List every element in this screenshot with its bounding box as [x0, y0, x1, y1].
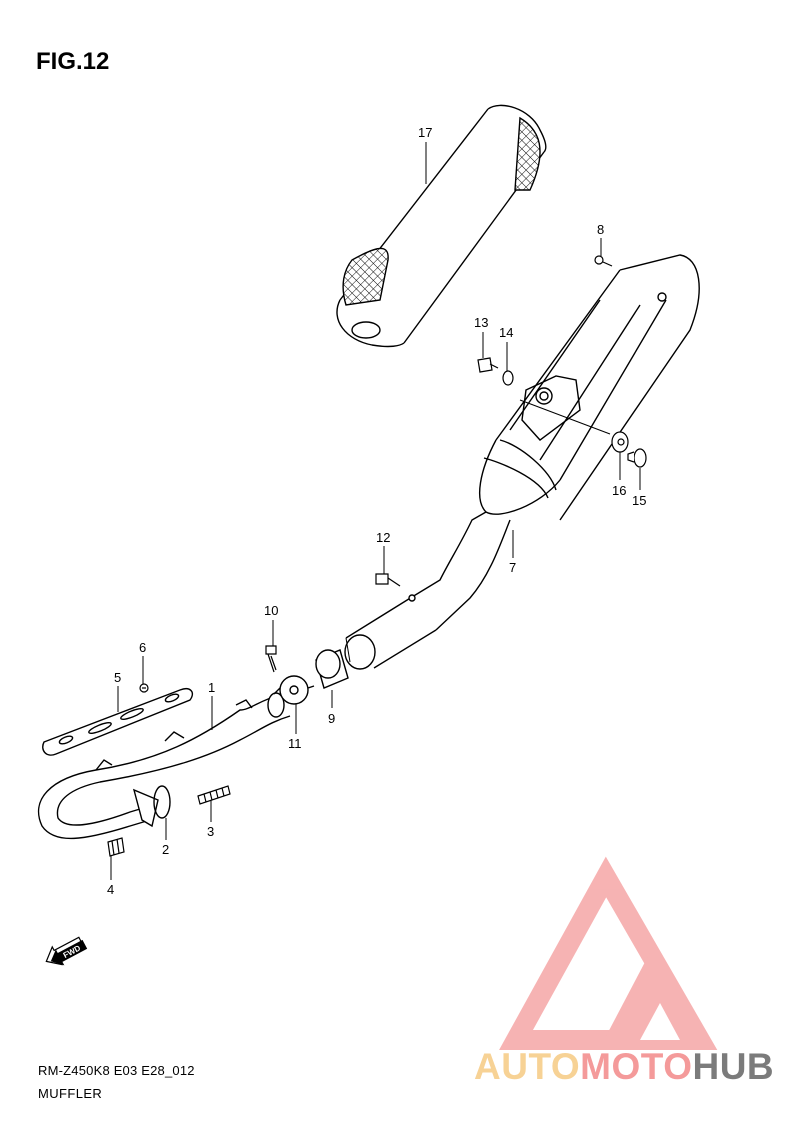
mount-bolt-part: [477, 357, 499, 373]
part-label-12: 12: [376, 530, 390, 545]
exhaust-protector-part: [42, 688, 194, 756]
fwd-direction-marker: FWD: [45, 936, 88, 966]
muffler-body-part: [344, 254, 700, 670]
watermark-moto: MOTO: [580, 1046, 693, 1087]
diagram-caption: MUFFLER: [38, 1086, 103, 1101]
part-label-2: 2: [162, 842, 169, 857]
figure-title: FIG.12: [36, 48, 110, 75]
muffler-bolt-part: [594, 255, 613, 267]
part-label-8: 8: [597, 222, 604, 237]
watermark-wordmark: AUTOMOTOHUB: [474, 1046, 774, 1088]
part-label-10: 10: [264, 603, 278, 618]
gasket-part: [153, 785, 171, 819]
part-labels: 1 2 3 4 5 6 7 8 9 10 11 12 13 14 15 16 1…: [107, 125, 646, 897]
diagram-code: RM-Z450K8 E03 E28_012: [38, 1063, 195, 1078]
part-label-3: 3: [207, 824, 214, 839]
part-label-15: 15: [632, 493, 646, 508]
part-label-14: 14: [499, 325, 513, 340]
leader-mount: [519, 399, 611, 435]
part-label-13: 13: [474, 315, 488, 330]
exhaust-pipe-part: [37, 692, 291, 840]
part-label-16: 16: [612, 483, 626, 498]
protector-bolt-part: [139, 683, 149, 693]
watermark-logo: [499, 856, 718, 1050]
watermark-hub: HUB: [692, 1046, 775, 1087]
part-label-1: 1: [208, 680, 215, 695]
connector-part: [315, 649, 349, 689]
watermark-auto: AUTO: [474, 1046, 581, 1087]
part-label-11: 11: [288, 736, 302, 751]
pipe-bolt-part: [375, 573, 401, 587]
part-label-4: 4: [107, 882, 114, 897]
part-label-5: 5: [114, 670, 121, 685]
rear-bolt-part: [627, 448, 647, 468]
collar-part: [611, 431, 629, 453]
part-label-6: 6: [139, 640, 146, 655]
nut-part: [107, 837, 125, 857]
part-label-7: 7: [509, 560, 516, 575]
clamp-part: [273, 675, 315, 705]
leader-lines: [110, 142, 641, 880]
part-label-17: 17: [418, 125, 432, 140]
part-label-9: 9: [328, 711, 335, 726]
heat-guard-part: [336, 104, 547, 348]
clamp-bolt-part: [265, 645, 277, 673]
washer-part: [502, 370, 514, 386]
stud-bolt-part: [197, 785, 231, 805]
